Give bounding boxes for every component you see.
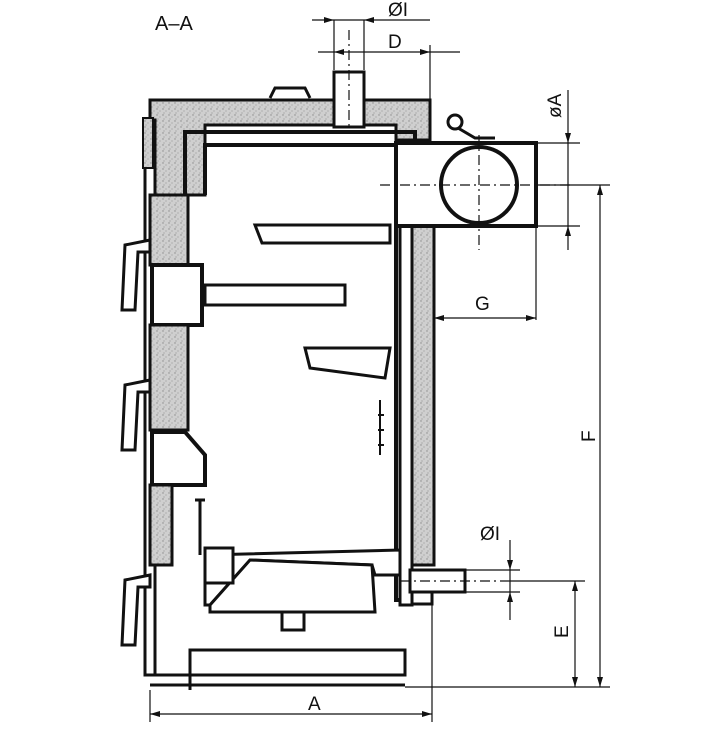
air-slots xyxy=(378,400,384,455)
dim-label-pipe-diameter-bottom: ØI xyxy=(480,524,500,545)
grate-assembly xyxy=(195,498,402,632)
dim-label-flue-diameter: øA xyxy=(545,93,566,118)
bottom-pipe xyxy=(408,568,467,606)
dim-label-pipe-diameter-top: ØI xyxy=(388,0,408,21)
dim-label-f: F xyxy=(579,430,600,442)
dimension-arrows xyxy=(150,17,603,717)
dim-label-g: G xyxy=(475,294,490,315)
flue-outlet xyxy=(394,141,538,228)
baffles xyxy=(203,223,392,380)
handle-icon-lower xyxy=(120,573,152,647)
handle-icon-middle xyxy=(120,378,152,452)
front-doors xyxy=(142,117,207,567)
handle-icon-upper xyxy=(120,238,152,312)
dim-label-d: D xyxy=(388,32,402,53)
lifting-eye-icon xyxy=(268,86,495,140)
door-handles xyxy=(120,238,152,647)
dim-label-e: E xyxy=(552,625,573,638)
flue-centerlines xyxy=(380,135,570,250)
section-title: A–A xyxy=(155,13,193,35)
dim-label-a: A xyxy=(308,694,321,715)
